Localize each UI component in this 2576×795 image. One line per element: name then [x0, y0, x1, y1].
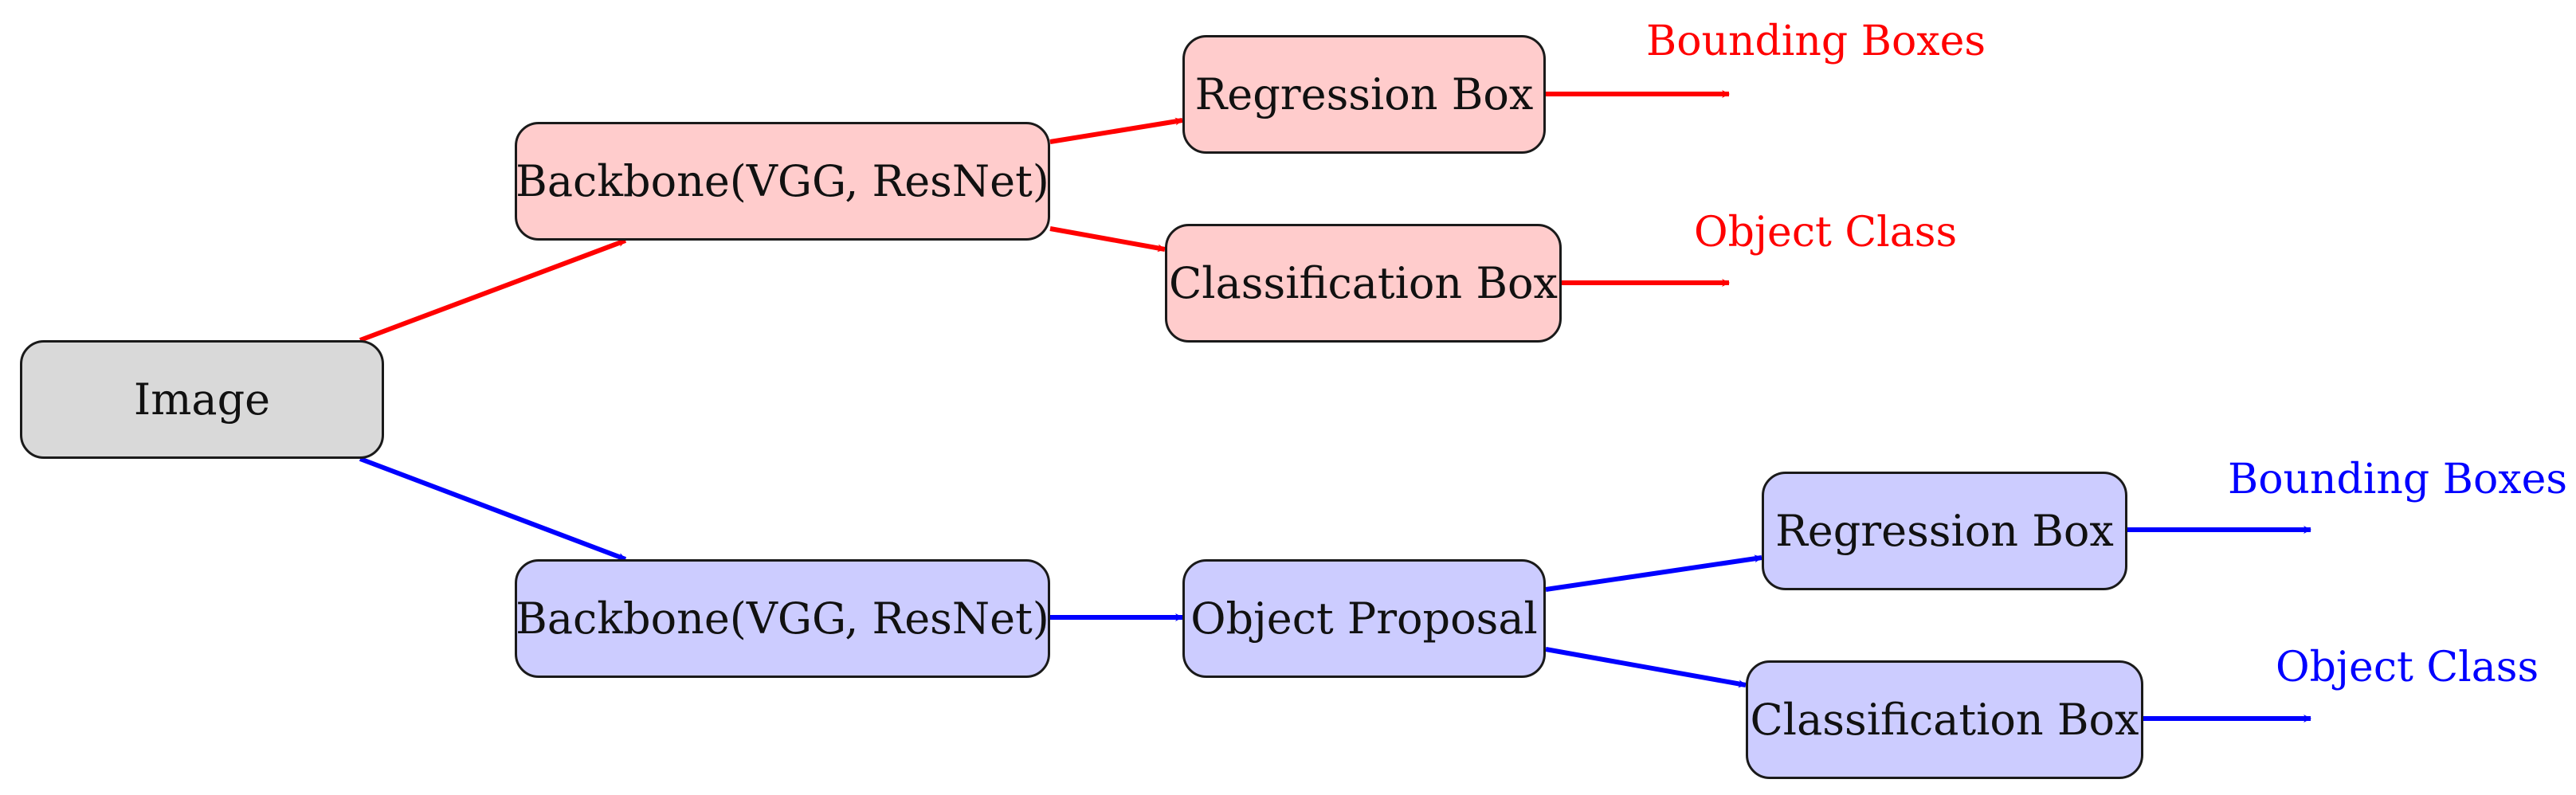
- top-backbone-node: Backbone(VGG, ResNet): [515, 122, 1050, 241]
- top-object-class-label: Object Class: [1694, 209, 1958, 257]
- edge-proposal-to-classification: [1545, 647, 1747, 688]
- edge-proposal-to-regression: [1545, 554, 1762, 592]
- edge-image-to-bottom-backbone: [359, 456, 627, 562]
- bottom-object-class-label: Object Class: [2276, 644, 2539, 691]
- bottom-regression-box-node: Regression Box: [1762, 472, 2127, 590]
- top-classification-box-node: Classification Box: [1165, 224, 1562, 343]
- image-node: Image: [20, 340, 384, 459]
- object-proposal-node: Object Proposal: [1182, 559, 1546, 678]
- edge-image-to-top-backbone: [359, 238, 627, 343]
- bottom-backbone-node: Backbone(VGG, ResNet): [515, 559, 1050, 678]
- top-regression-box-node: Regression Box: [1182, 35, 1546, 154]
- edge-top-backbone-to-classification: [1049, 226, 1166, 253]
- top-bounding-boxes-label: Bounding Boxes: [1646, 18, 1986, 65]
- bottom-classification-box-node: Classification Box: [1746, 660, 2143, 779]
- edge-top-backbone-to-regression: [1049, 117, 1183, 144]
- bottom-bounding-boxes-label: Bounding Boxes: [2228, 456, 2568, 503]
